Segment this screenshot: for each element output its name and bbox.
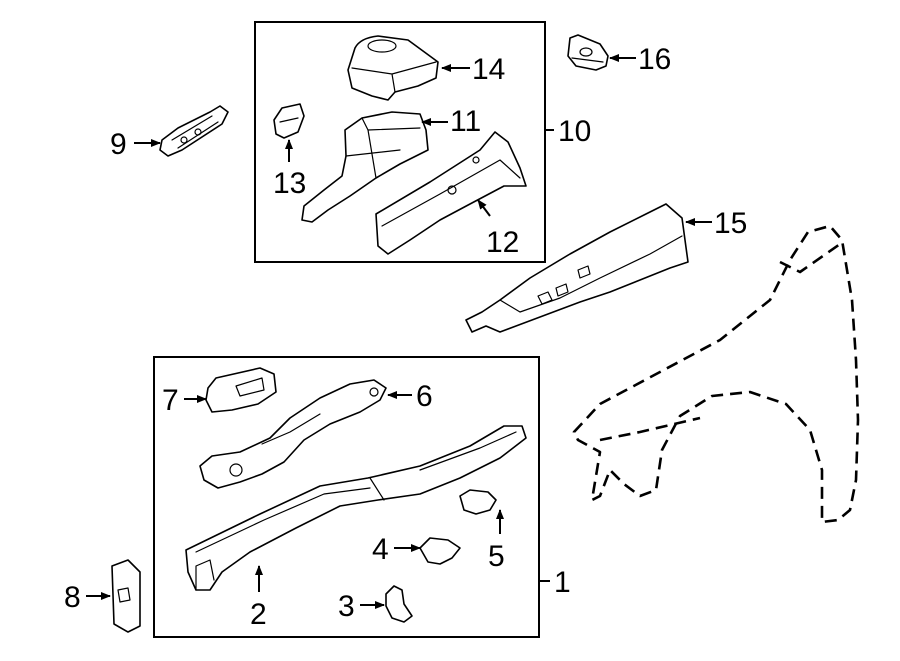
callout-1: 1 [554,566,571,599]
callout-13: 13 [273,167,306,200]
part-5 [459,489,497,515]
callout-11: 11 [450,105,481,138]
callout-16: 16 [638,43,671,76]
callout-9: 9 [110,128,127,161]
callout-6: 6 [416,380,433,413]
part-8 [111,559,141,633]
leader-12 [477,199,491,217]
part-16 [567,34,609,71]
part-15 [465,203,689,333]
part-13 [273,103,305,139]
part-4 [419,537,461,565]
group-box-1 [153,356,540,638]
part-2 [185,425,527,591]
callout-15: 15 [714,207,747,240]
callout-5: 5 [488,540,505,573]
part-3 [385,585,413,623]
part-14 [347,35,439,101]
fender-outline [572,224,860,524]
part-9 [159,105,229,157]
callout-14: 14 [472,53,505,86]
callout-4: 4 [372,533,389,566]
group-box-10 [254,21,546,263]
part-12 [375,131,527,255]
callout-12: 12 [486,226,519,259]
callout-3: 3 [338,590,355,623]
part-7 [205,367,277,413]
callout-7: 7 [162,384,179,417]
callout-10: 10 [558,115,591,148]
part-6 [199,379,387,489]
part-11 [301,111,429,223]
callout-8: 8 [64,581,81,614]
callout-2: 2 [250,598,267,631]
